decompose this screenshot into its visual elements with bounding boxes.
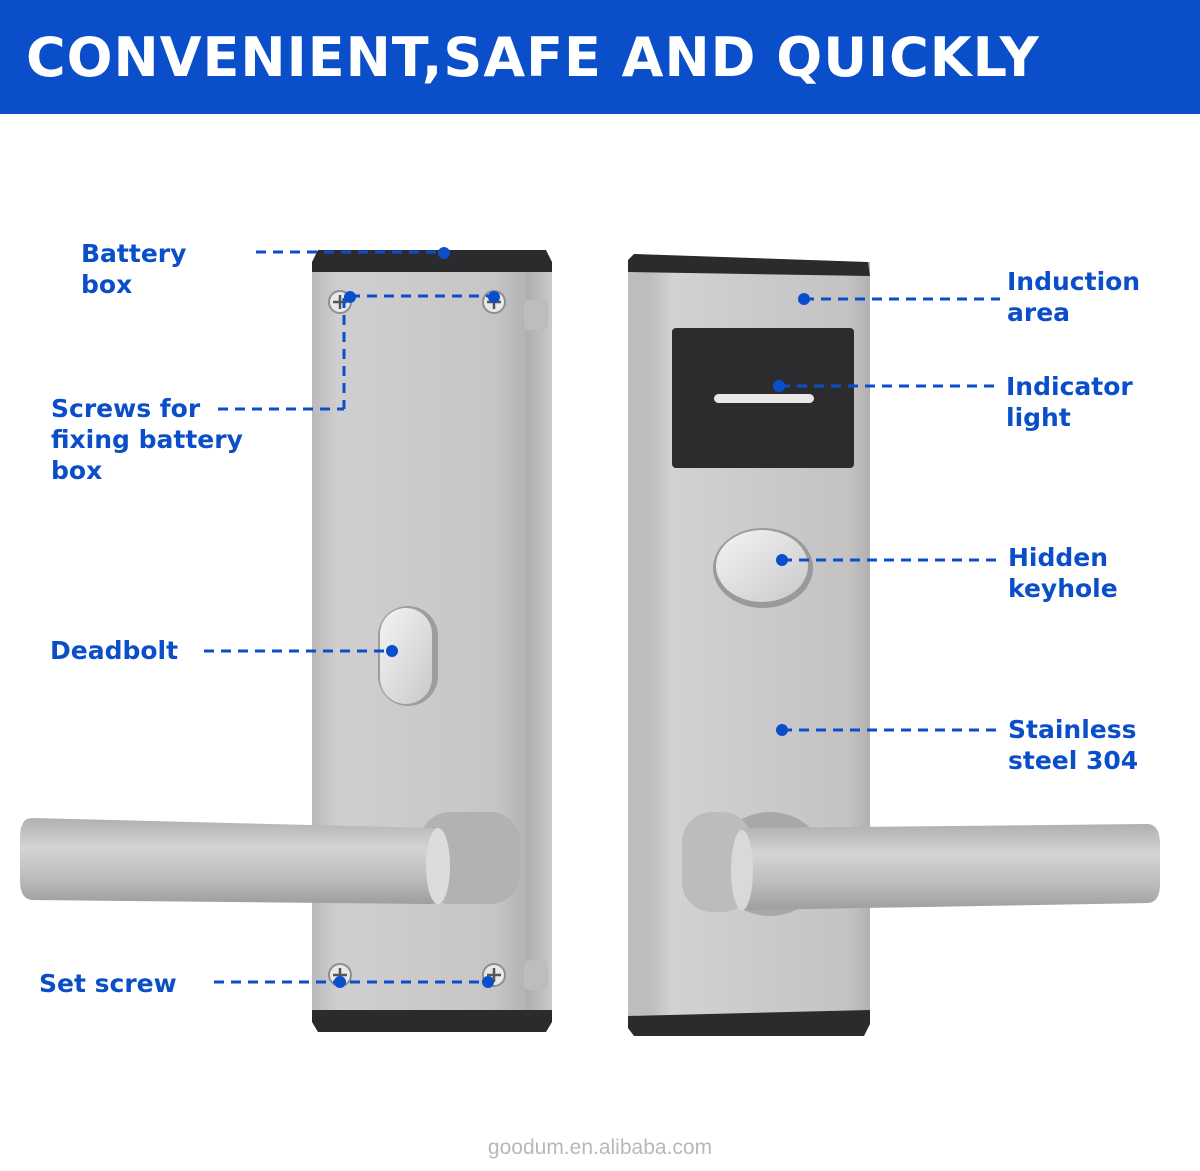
label-battery-box: Battery box (81, 238, 186, 300)
label-line: area (1007, 298, 1071, 327)
label-line: light (1006, 403, 1071, 432)
label-line: Indicator (1006, 372, 1133, 401)
label-line: Battery (81, 239, 187, 268)
label-deadbolt: Deadbolt (50, 635, 178, 666)
title-banner: CONVENIENT,SAFE AND QUICKLY (0, 0, 1200, 114)
label-line: Set screw (39, 969, 177, 998)
callout-dots (334, 247, 810, 988)
label-stainless-steel: Stainless steel 304 (1008, 714, 1138, 776)
label-line: keyhole (1008, 574, 1118, 603)
label-line: Induction (1007, 267, 1141, 296)
right-lock-plate (628, 254, 1160, 1036)
label-hidden-keyhole: Hidden keyhole (1008, 542, 1118, 604)
label-line: Deadbolt (50, 636, 179, 665)
label-screws: Screws for fixing battery box (51, 393, 243, 486)
label-set-screw: Set screw (39, 968, 177, 999)
label-line: Hidden (1008, 543, 1109, 572)
callout-lines (204, 250, 1000, 984)
label-line: fixing battery (51, 425, 243, 454)
label-induction-area: Induction area (1007, 266, 1140, 328)
banner-title: CONVENIENT,SAFE AND QUICKLY (26, 26, 1040, 89)
label-line: Stainless (1008, 715, 1137, 744)
watermark: goodum.en.alibaba.com (487, 1136, 713, 1159)
label-line: Screws for (51, 394, 201, 423)
label-indicator-light: Indicator light (1006, 371, 1133, 433)
label-line: box (81, 270, 133, 299)
label-line: steel 304 (1008, 746, 1139, 775)
label-line: box (51, 456, 103, 485)
